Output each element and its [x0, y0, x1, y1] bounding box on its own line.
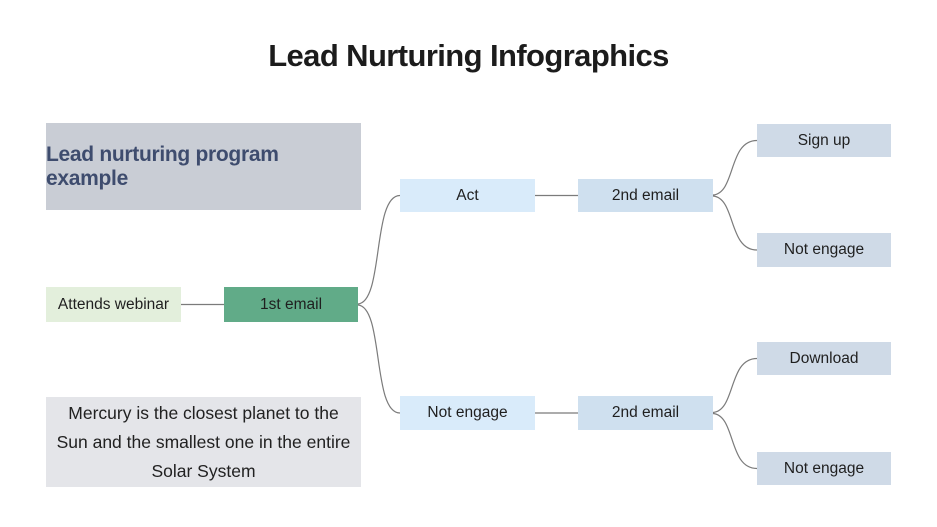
- node-not-engage-mid: Not engage: [400, 396, 535, 430]
- node-second-email-bottom: 2nd email: [578, 396, 713, 430]
- slide-title: Lead Nurturing Infographics: [268, 38, 669, 73]
- node-label: 1st email: [259, 295, 323, 313]
- header-card: Lead nurturing program example: [46, 123, 361, 210]
- connector-second-email-to-signup: [712, 139, 758, 196]
- node-label: 2nd email: [611, 404, 680, 421]
- node-label: Attends webinar: [57, 295, 170, 313]
- header-card-label: Lead nurturing program example: [46, 142, 279, 190]
- connector-second-email-to-download: [712, 357, 758, 414]
- node-label: Not engage: [783, 459, 865, 477]
- node-not-engage-bottom: Not engage: [757, 452, 891, 485]
- node-act: Act: [400, 179, 535, 212]
- node-label: Download: [789, 349, 859, 367]
- node-not-engage-top: Not engage: [757, 233, 891, 267]
- connector-first-email-to-notengage: [357, 304, 401, 414]
- node-label: Act: [456, 186, 479, 204]
- connector-first-email-to-act: [357, 194, 401, 305]
- node-sign-up: Sign up: [757, 124, 891, 157]
- connector-second-email-to-notengage-top: [712, 195, 758, 251]
- node-second-email-top: 2nd email: [578, 179, 713, 212]
- node-label: Not engage: [783, 241, 865, 258]
- node-first-email: 1st email: [224, 287, 358, 322]
- note-card: Mercury is the closest planet to the Sun…: [46, 397, 361, 487]
- node-attends-webinar: Attends webinar: [46, 287, 181, 322]
- node-label: Not engage: [427, 404, 508, 421]
- node-download: Download: [757, 342, 891, 375]
- node-label: Sign up: [797, 131, 851, 149]
- note-card-text: Mercury is the closest planet to the Sun…: [56, 402, 351, 481]
- node-label: 2nd email: [611, 186, 680, 204]
- connector-second-email-to-notengage-bottom: [712, 412, 758, 470]
